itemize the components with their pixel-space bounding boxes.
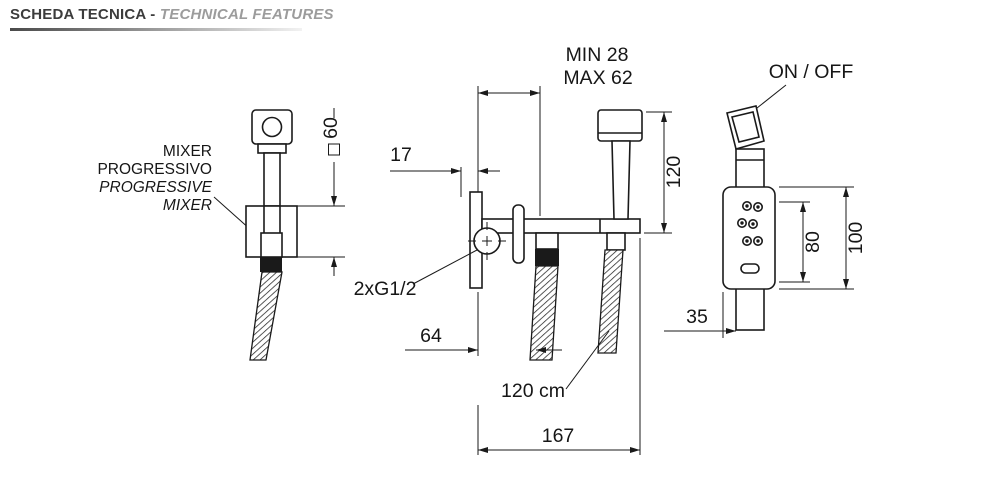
connection-leader-line	[412, 249, 478, 285]
on-off-handle	[726, 105, 765, 150]
front-view: MIXER PROGRESSIVO PROGRESSIVE MIXER 60	[97, 108, 345, 361]
flexible-hose-front	[249, 271, 283, 361]
mixer-label-line4: MIXER	[163, 197, 212, 214]
dim-100-label: 100	[845, 222, 867, 255]
flexible-hose-handset	[597, 249, 624, 354]
hose-nut	[260, 257, 282, 272]
escutcheon-flange	[512, 204, 525, 264]
hose-leader-line	[565, 330, 610, 390]
ext-line	[644, 111, 672, 234]
dim-120-label: 120	[663, 156, 685, 189]
outlet-connector	[535, 232, 559, 250]
dim-max-label: MAX 62	[563, 67, 632, 89]
connection-crosshair	[468, 222, 506, 260]
page-title-primary: SCHEDA TECNICA -	[10, 6, 156, 23]
header-underline	[10, 28, 302, 31]
back-view: ON / OFF 80 100 35	[664, 61, 867, 338]
spray-nozzle-circle	[261, 116, 283, 138]
handset-body-side	[611, 140, 631, 220]
on-off-label: ON / OFF	[769, 61, 854, 83]
dim-64-label: 64	[420, 325, 442, 347]
handset-hose-connector	[606, 232, 626, 251]
handset-head-side	[597, 109, 643, 142]
screw-holes	[736, 201, 763, 247]
page-title-secondary: TECHNICAL FEATURES	[159, 6, 334, 23]
on-off-handle-inner	[731, 111, 760, 143]
dim-167-label: 167	[542, 425, 575, 447]
side-view: MIN 28 MAX 62 17 120	[354, 44, 685, 455]
connection-label: 2xG1/2	[354, 278, 417, 300]
hose-length-label: 120 cm	[501, 380, 565, 402]
hose-nut-side	[535, 249, 559, 266]
dim-17-label: 17	[390, 144, 412, 166]
page-header: SCHEDA TECNICA - TECHNICAL FEATURES	[10, 6, 334, 31]
ext-line	[477, 238, 641, 455]
mixer-label-line1: MIXER	[163, 143, 212, 160]
ext-line	[779, 186, 854, 290]
mixer-label-line2: PROGRESSIVO	[97, 161, 212, 178]
dim-min-label: MIN 28	[566, 44, 629, 66]
dim-80-label: 80	[802, 231, 824, 253]
mixer-label-line3: PROGRESSIVE	[99, 179, 212, 196]
dim-square-60: 60	[320, 117, 342, 139]
mounting-slot	[740, 263, 760, 274]
handset-collar	[257, 143, 287, 154]
dim-35-label: 35	[686, 306, 708, 328]
handset-body	[263, 152, 281, 207]
handset-holder	[260, 232, 283, 258]
flexible-hose-mixer	[529, 265, 559, 361]
holder-arm	[481, 218, 641, 234]
on-off-leader-line	[751, 84, 787, 113]
square-symbol	[328, 143, 340, 156]
